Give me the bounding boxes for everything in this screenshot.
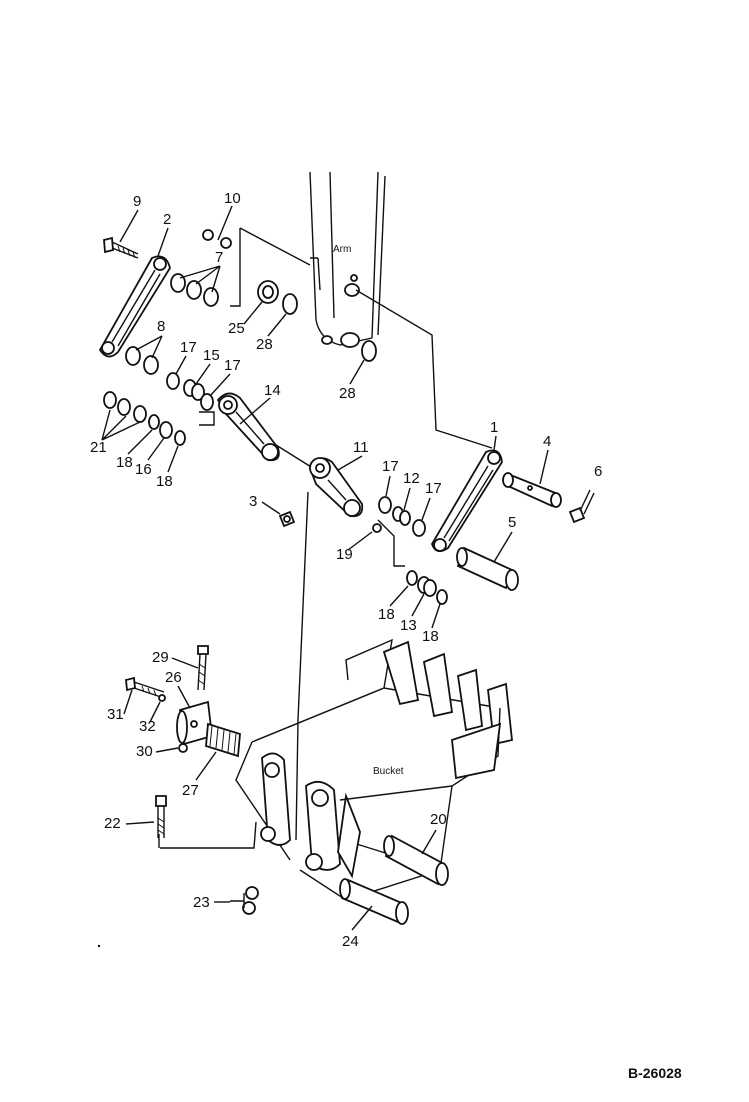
- callout-18-right-b: 18: [422, 628, 439, 645]
- o-ring-28-upper: [282, 293, 298, 315]
- callout-32: 32: [139, 718, 156, 735]
- link-11: [309, 457, 364, 518]
- spring-27: [205, 722, 241, 758]
- nuts-23: [230, 886, 259, 915]
- callout-17-far: 17: [425, 480, 442, 497]
- fitting-19: [372, 523, 382, 533]
- nuts-10: [202, 229, 232, 249]
- callout-17-mid: 17: [224, 357, 241, 374]
- arm: Arm: [309, 171, 386, 348]
- leader-lines: [158, 227, 493, 849]
- callout-3: 3: [249, 493, 257, 510]
- link-14: [216, 392, 280, 462]
- nut-30: [178, 743, 188, 753]
- callout-28-upper: 28: [256, 336, 273, 353]
- callout-29: 29: [152, 649, 169, 666]
- drawing-code: B-26028: [628, 1065, 682, 1081]
- callout-27: 27: [182, 782, 199, 799]
- bolt-6: [568, 489, 595, 524]
- shims-8: [125, 346, 159, 375]
- callout-22: 22: [104, 815, 121, 832]
- callout-17-left: 17: [180, 339, 197, 356]
- callout-1: 1: [490, 419, 498, 436]
- stray-dot: [97, 944, 101, 948]
- adapter-26: [176, 700, 213, 746]
- callout-31: 31: [107, 706, 124, 723]
- callout-9: 9: [133, 193, 141, 210]
- callout-16: 16: [135, 461, 152, 478]
- bolt-9: [103, 236, 139, 259]
- pin-24: [339, 878, 409, 925]
- arm-label: Arm: [333, 244, 351, 255]
- bolt-29: [197, 645, 209, 691]
- callout-6: 6: [594, 463, 602, 480]
- bucket: Bucket: [235, 638, 513, 901]
- seals-left: [148, 414, 186, 446]
- shims-21: [103, 391, 147, 423]
- bolt-22: [155, 795, 167, 838]
- grease-fitting-3: [278, 510, 296, 528]
- callout-20: 20: [430, 811, 447, 828]
- callout-26: 26: [165, 669, 182, 686]
- callout-23: 23: [193, 894, 210, 911]
- pin-4: [502, 472, 562, 508]
- washer-32: [158, 694, 166, 702]
- shims-7: [170, 273, 219, 307]
- bushing-12-set: [378, 496, 426, 537]
- callout-17-right: 17: [382, 458, 399, 475]
- callout-15: 15: [203, 347, 220, 364]
- callout-18-right-a: 18: [378, 606, 395, 623]
- callout-12: 12: [403, 470, 420, 487]
- link-2: [98, 255, 171, 358]
- callout-2: 2: [163, 211, 171, 228]
- link-1: [431, 449, 503, 553]
- bolt-31: [125, 676, 165, 699]
- callout-18-left-a: 18: [116, 454, 133, 471]
- callout-28-lower: 28: [339, 385, 356, 402]
- bushing-13-set: [406, 570, 448, 605]
- pin-20: [383, 834, 449, 886]
- callout-18-left-b: 18: [156, 473, 173, 490]
- callout-14: 14: [264, 382, 281, 399]
- collar-25: [257, 280, 279, 304]
- callout-10: 10: [224, 190, 241, 207]
- callout-13: 13: [400, 617, 417, 634]
- callout-30: 30: [136, 743, 153, 760]
- callout-21: 21: [90, 439, 107, 456]
- pin-5: [456, 546, 519, 591]
- callout-5: 5: [508, 514, 516, 531]
- callout-25: 25: [228, 320, 245, 337]
- callout-8: 8: [157, 318, 165, 335]
- callout-24: 24: [342, 933, 359, 950]
- callout-numbers: 9 2 10 7 8 25 28 28 17 15 17 14 21 18 16…: [90, 190, 602, 950]
- callout-7: 7: [215, 249, 223, 266]
- bushing-15-set: [166, 372, 214, 411]
- callout-11: 11: [353, 439, 369, 456]
- bucket-label: Bucket: [373, 766, 404, 777]
- o-ring-28-lower: [361, 340, 377, 362]
- callout-4: 4: [543, 433, 551, 450]
